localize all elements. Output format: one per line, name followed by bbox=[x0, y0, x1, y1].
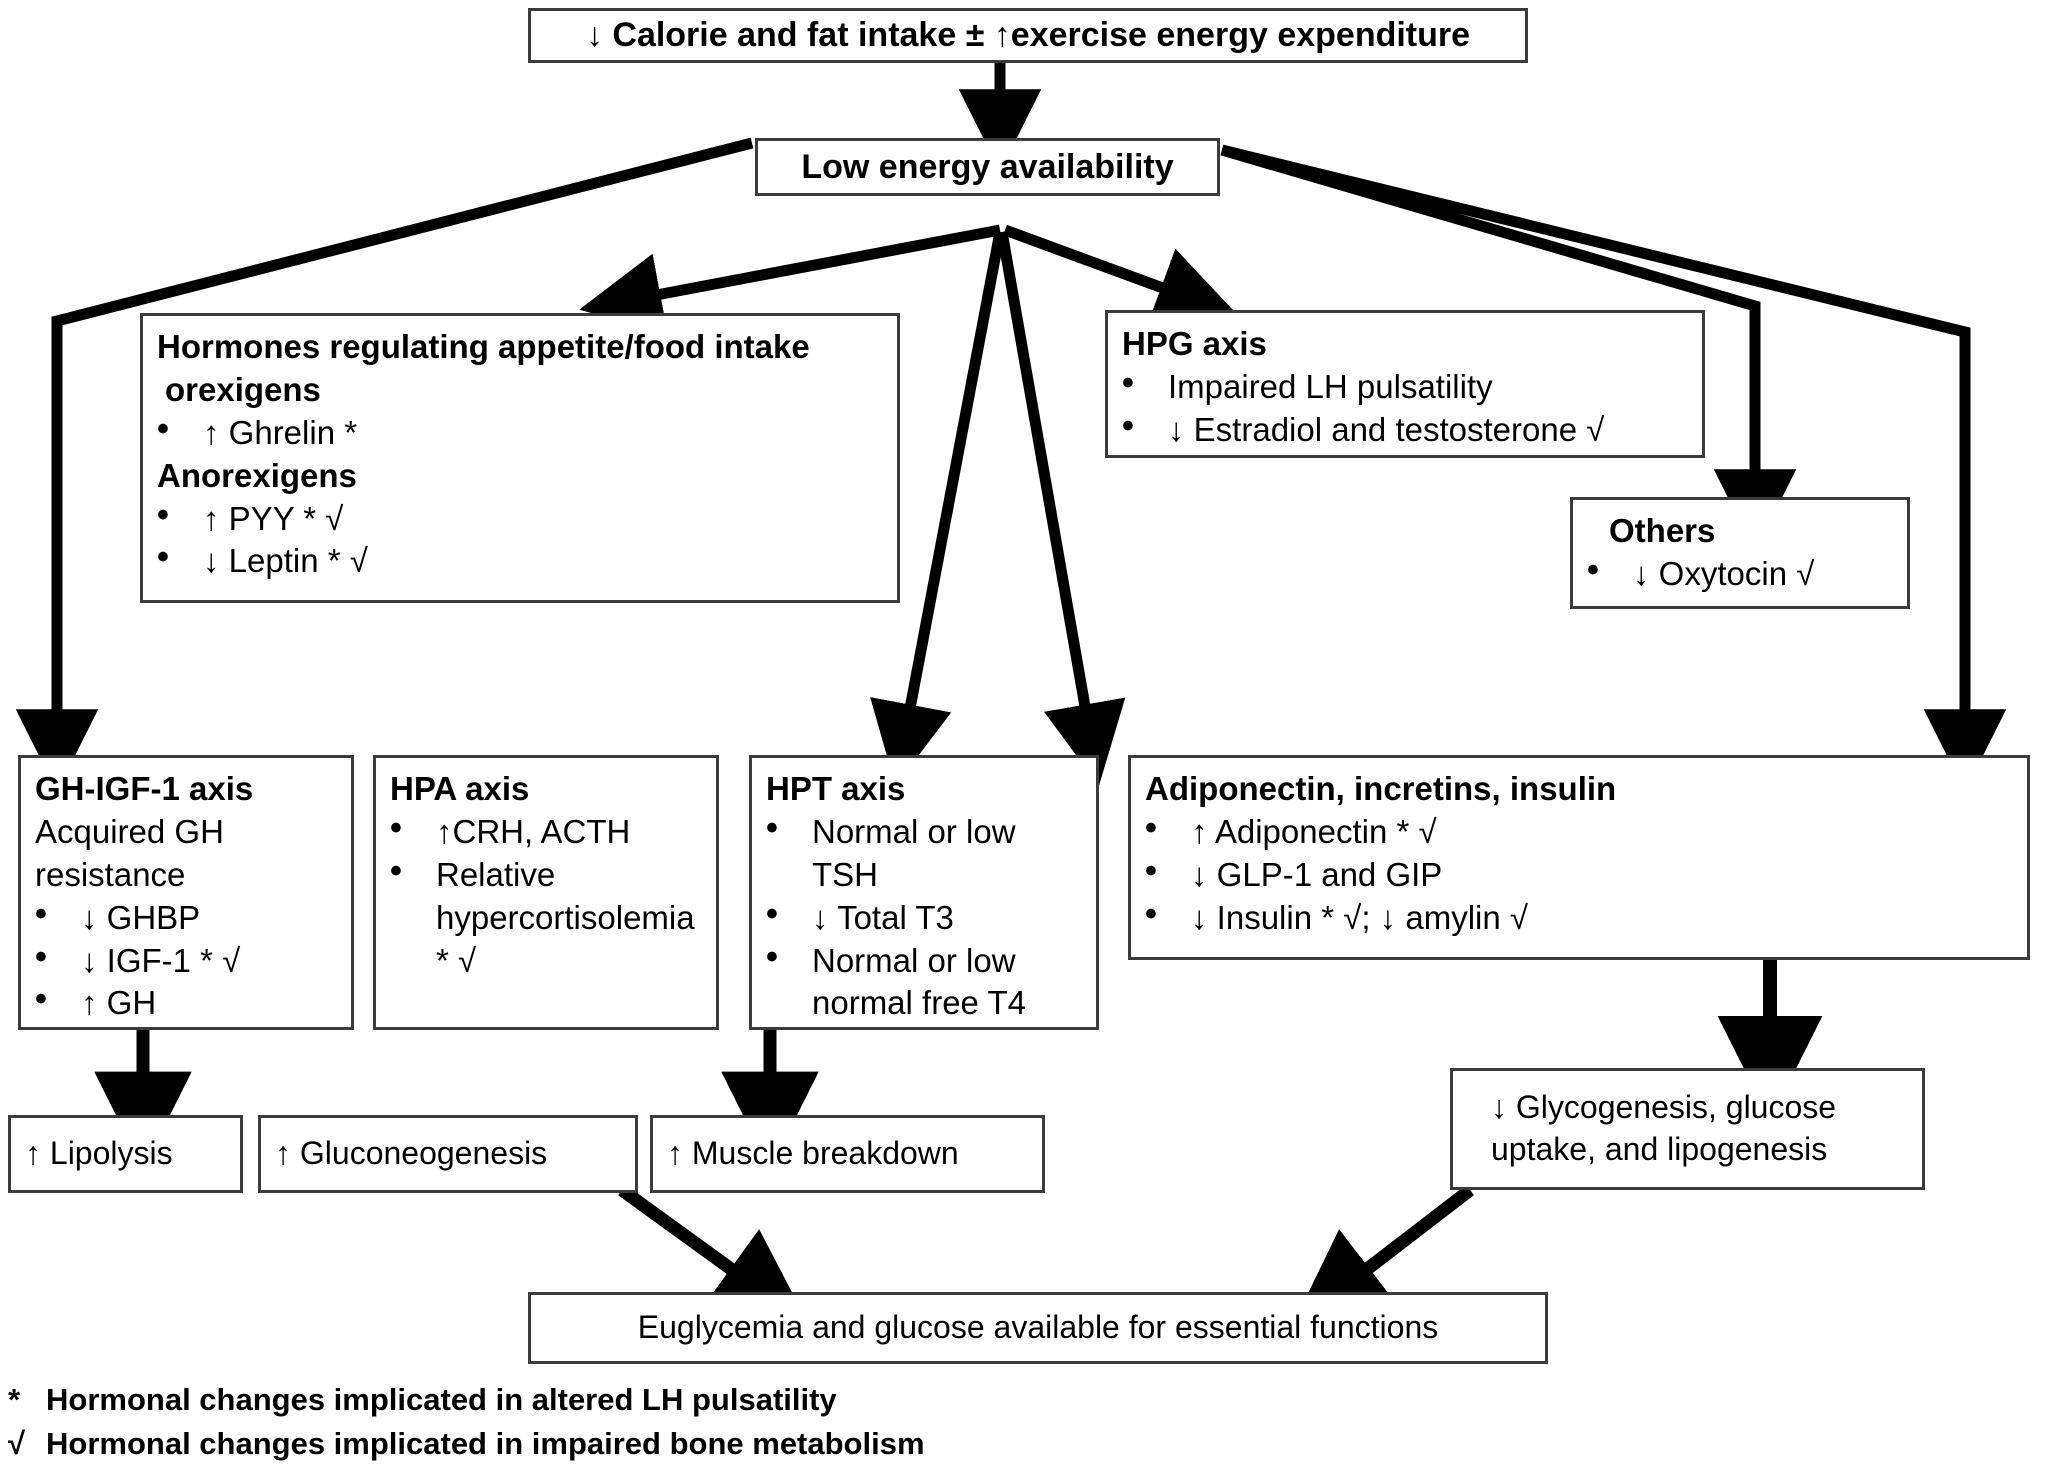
euglycemia-label: Euglycemia and glucose available for ess… bbox=[637, 1309, 1439, 1346]
list-item: • ↓ Leptin * √ bbox=[157, 540, 883, 583]
arrow-low-energy-to-hpt bbox=[996, 231, 1126, 786]
arrow-low-energy-to-hormones bbox=[579, 224, 1002, 335]
list-item: • ↓ GLP-1 and GIP bbox=[1145, 854, 2013, 897]
adipo-item-0: ↑ Adiponectin * √ bbox=[1191, 812, 1437, 850]
list-item: • ↑CRH, ACTH bbox=[390, 811, 702, 854]
arrow-low-energy-to-hpg bbox=[1003, 224, 1239, 327]
others-item-0: ↓ Oxytocin √ bbox=[1633, 554, 1815, 592]
glycogenesis-label: ↓ Glycogenesis, glucose uptake, and lipo… bbox=[1491, 1089, 1837, 1167]
bullet-icon: • bbox=[390, 851, 402, 890]
hpa-item-0: ↑CRH, ACTH bbox=[436, 812, 631, 850]
box-lipolysis: ↑ Lipolysis bbox=[8, 1115, 243, 1193]
intake-label: ↓ Calorie and fat intake ± ↑exercise ene… bbox=[585, 16, 1471, 55]
arrow-glycogenesis-to-euglycemia bbox=[1291, 1184, 1474, 1328]
list-item: • Relative hypercortisolemia * √ bbox=[390, 854, 702, 983]
list-item: • ↓ IGF-1 * √ bbox=[35, 940, 337, 983]
box-gh-igf1-axis: GH-IGF-1 axis Acquired GH resistance • ↓… bbox=[18, 755, 354, 1030]
legend-text-checkmark: Hormonal changes implicated in impaired … bbox=[46, 1426, 925, 1461]
bullet-icon: • bbox=[35, 980, 47, 1019]
list-item: • ↑ PYY * √ bbox=[157, 498, 883, 541]
bullet-icon: • bbox=[766, 808, 778, 847]
hormones-anorexigen-0: ↑ PYY * √ bbox=[203, 499, 344, 537]
list-item: • ↓ Estradiol and testosterone √ bbox=[1122, 409, 1688, 452]
box-hpg-axis: HPG axis • Impaired LH pulsatility • ↓ E… bbox=[1105, 310, 1705, 458]
adipo-item-1: ↓ GLP-1 and GIP bbox=[1191, 855, 1443, 893]
list-item: • ↓ Oxytocin √ bbox=[1587, 553, 1893, 596]
box-hpa-axis: HPA axis • ↑CRH, ACTH • Relative hyperco… bbox=[373, 755, 719, 1030]
box-gluconeogenesis: ↑ Gluconeogenesis bbox=[258, 1115, 638, 1193]
hpg-item-0: Impaired LH pulsatility bbox=[1168, 367, 1493, 405]
bullet-icon: • bbox=[1122, 406, 1134, 445]
hpg-title: HPG axis bbox=[1122, 325, 1267, 362]
hormones-orexigen-0: ↑ Ghrelin * bbox=[203, 413, 358, 451]
ghigf-item-0: ↓ GHBP bbox=[81, 898, 201, 936]
list-item: • Impaired LH pulsatility bbox=[1122, 366, 1688, 409]
bullet-icon: • bbox=[157, 495, 169, 534]
others-title: Others bbox=[1609, 512, 1716, 549]
hormones-title: Hormones regulating appetite/food intake bbox=[157, 328, 810, 365]
list-item: • ↑ GH bbox=[35, 982, 337, 1025]
low-energy-label: Low energy availability bbox=[801, 147, 1174, 186]
hormones-subtitle-anorexigens: Anorexigens bbox=[157, 456, 357, 494]
hpg-item-1: ↓ Estradiol and testosterone √ bbox=[1168, 410, 1605, 448]
list-item: • ↑ Adiponectin * √ bbox=[1145, 811, 2013, 854]
checkmark-icon: √ bbox=[8, 1426, 26, 1461]
bullet-icon: • bbox=[157, 538, 169, 577]
bullet-icon: • bbox=[766, 937, 778, 976]
bullet-icon: • bbox=[1145, 851, 1157, 890]
box-hormones-appetite: Hormones regulating appetite/food intake… bbox=[140, 313, 900, 603]
bullet-icon: • bbox=[1145, 808, 1157, 847]
legend: * Hormonal changes implicated in altered… bbox=[8, 1382, 925, 1470]
adipo-title: Adiponectin, incretins, insulin bbox=[1145, 770, 1617, 807]
box-glycogenesis: ↓ Glycogenesis, glucose uptake, and lipo… bbox=[1450, 1068, 1925, 1190]
box-intake: ↓ Calorie and fat intake ± ↑exercise ene… bbox=[528, 8, 1528, 63]
asterisk-icon: * bbox=[8, 1382, 21, 1417]
ghigf-item-2: ↑ GH bbox=[81, 984, 157, 1022]
bullet-icon: • bbox=[35, 894, 47, 933]
box-low-energy-availability: Low energy availability bbox=[755, 138, 1220, 196]
bullet-icon: • bbox=[390, 808, 402, 847]
bullet-icon: • bbox=[1145, 894, 1157, 933]
box-others: Others • ↓ Oxytocin √ bbox=[1570, 497, 1910, 609]
gluconeogenesis-label: ↑ Gluconeogenesis bbox=[275, 1135, 548, 1172]
list-item: • ↓ GHBP bbox=[35, 897, 337, 940]
hormones-anorexigen-1: ↓ Leptin * √ bbox=[203, 542, 368, 580]
hpt-item-0: Normal or low TSH bbox=[812, 812, 1016, 893]
bullet-icon: • bbox=[766, 894, 778, 933]
bullet-icon: • bbox=[157, 409, 169, 448]
box-euglycemia: Euglycemia and glucose available for ess… bbox=[528, 1292, 1548, 1364]
ghigf-item-1: ↓ IGF-1 * √ bbox=[81, 941, 241, 979]
hpa-title: HPA axis bbox=[390, 770, 530, 807]
box-muscle-breakdown: ↑ Muscle breakdown bbox=[650, 1115, 1045, 1193]
hpt-title: HPT axis bbox=[766, 770, 906, 807]
ghigf-title: GH-IGF-1 axis bbox=[35, 770, 254, 807]
list-item: • ↓ Total T3 bbox=[766, 897, 1082, 940]
box-adiponectin-incretins-insulin: Adiponectin, incretins, insulin • ↑ Adip… bbox=[1128, 755, 2030, 960]
bullet-icon: • bbox=[1122, 363, 1134, 402]
bullet-icon: • bbox=[1587, 550, 1599, 589]
list-item: • Normal or low TSH bbox=[766, 811, 1082, 897]
list-item: • ↑ Ghrelin * bbox=[157, 412, 883, 455]
legend-row-asterisk: * Hormonal changes implicated in altered… bbox=[8, 1382, 925, 1418]
hormones-subtitle-orexigens: orexigens bbox=[165, 370, 321, 408]
bullet-icon: • bbox=[35, 937, 47, 976]
muscle-breakdown-label: ↑ Muscle breakdown bbox=[667, 1135, 959, 1172]
lipolysis-label: ↑ Lipolysis bbox=[25, 1135, 173, 1172]
list-item: • Normal or low normal free T4 bbox=[766, 940, 1082, 1026]
hpa-item-1: Relative hypercortisolemia * √ bbox=[436, 855, 695, 979]
box-hpt-axis: HPT axis • Normal or low TSH • ↓ Total T… bbox=[749, 755, 1099, 1030]
adipo-item-2: ↓ Insulin * √; ↓ amylin √ bbox=[1191, 898, 1528, 936]
arrow-low-energy-to-hpa bbox=[870, 230, 1006, 786]
arrow-gluconeogenesis-to-euglycemia bbox=[618, 1184, 810, 1326]
list-item: • ↓ Insulin * √; ↓ amylin √ bbox=[1145, 897, 2013, 940]
hpt-item-2: Normal or low normal free T4 bbox=[812, 941, 1026, 1022]
legend-text-asterisk: Hormonal changes implicated in altered L… bbox=[46, 1382, 837, 1417]
ghigf-subtitle: Acquired GH resistance bbox=[35, 812, 224, 893]
hpt-item-1: ↓ Total T3 bbox=[812, 898, 954, 936]
legend-row-checkmark: √ Hormonal changes implicated in impaire… bbox=[8, 1426, 925, 1462]
